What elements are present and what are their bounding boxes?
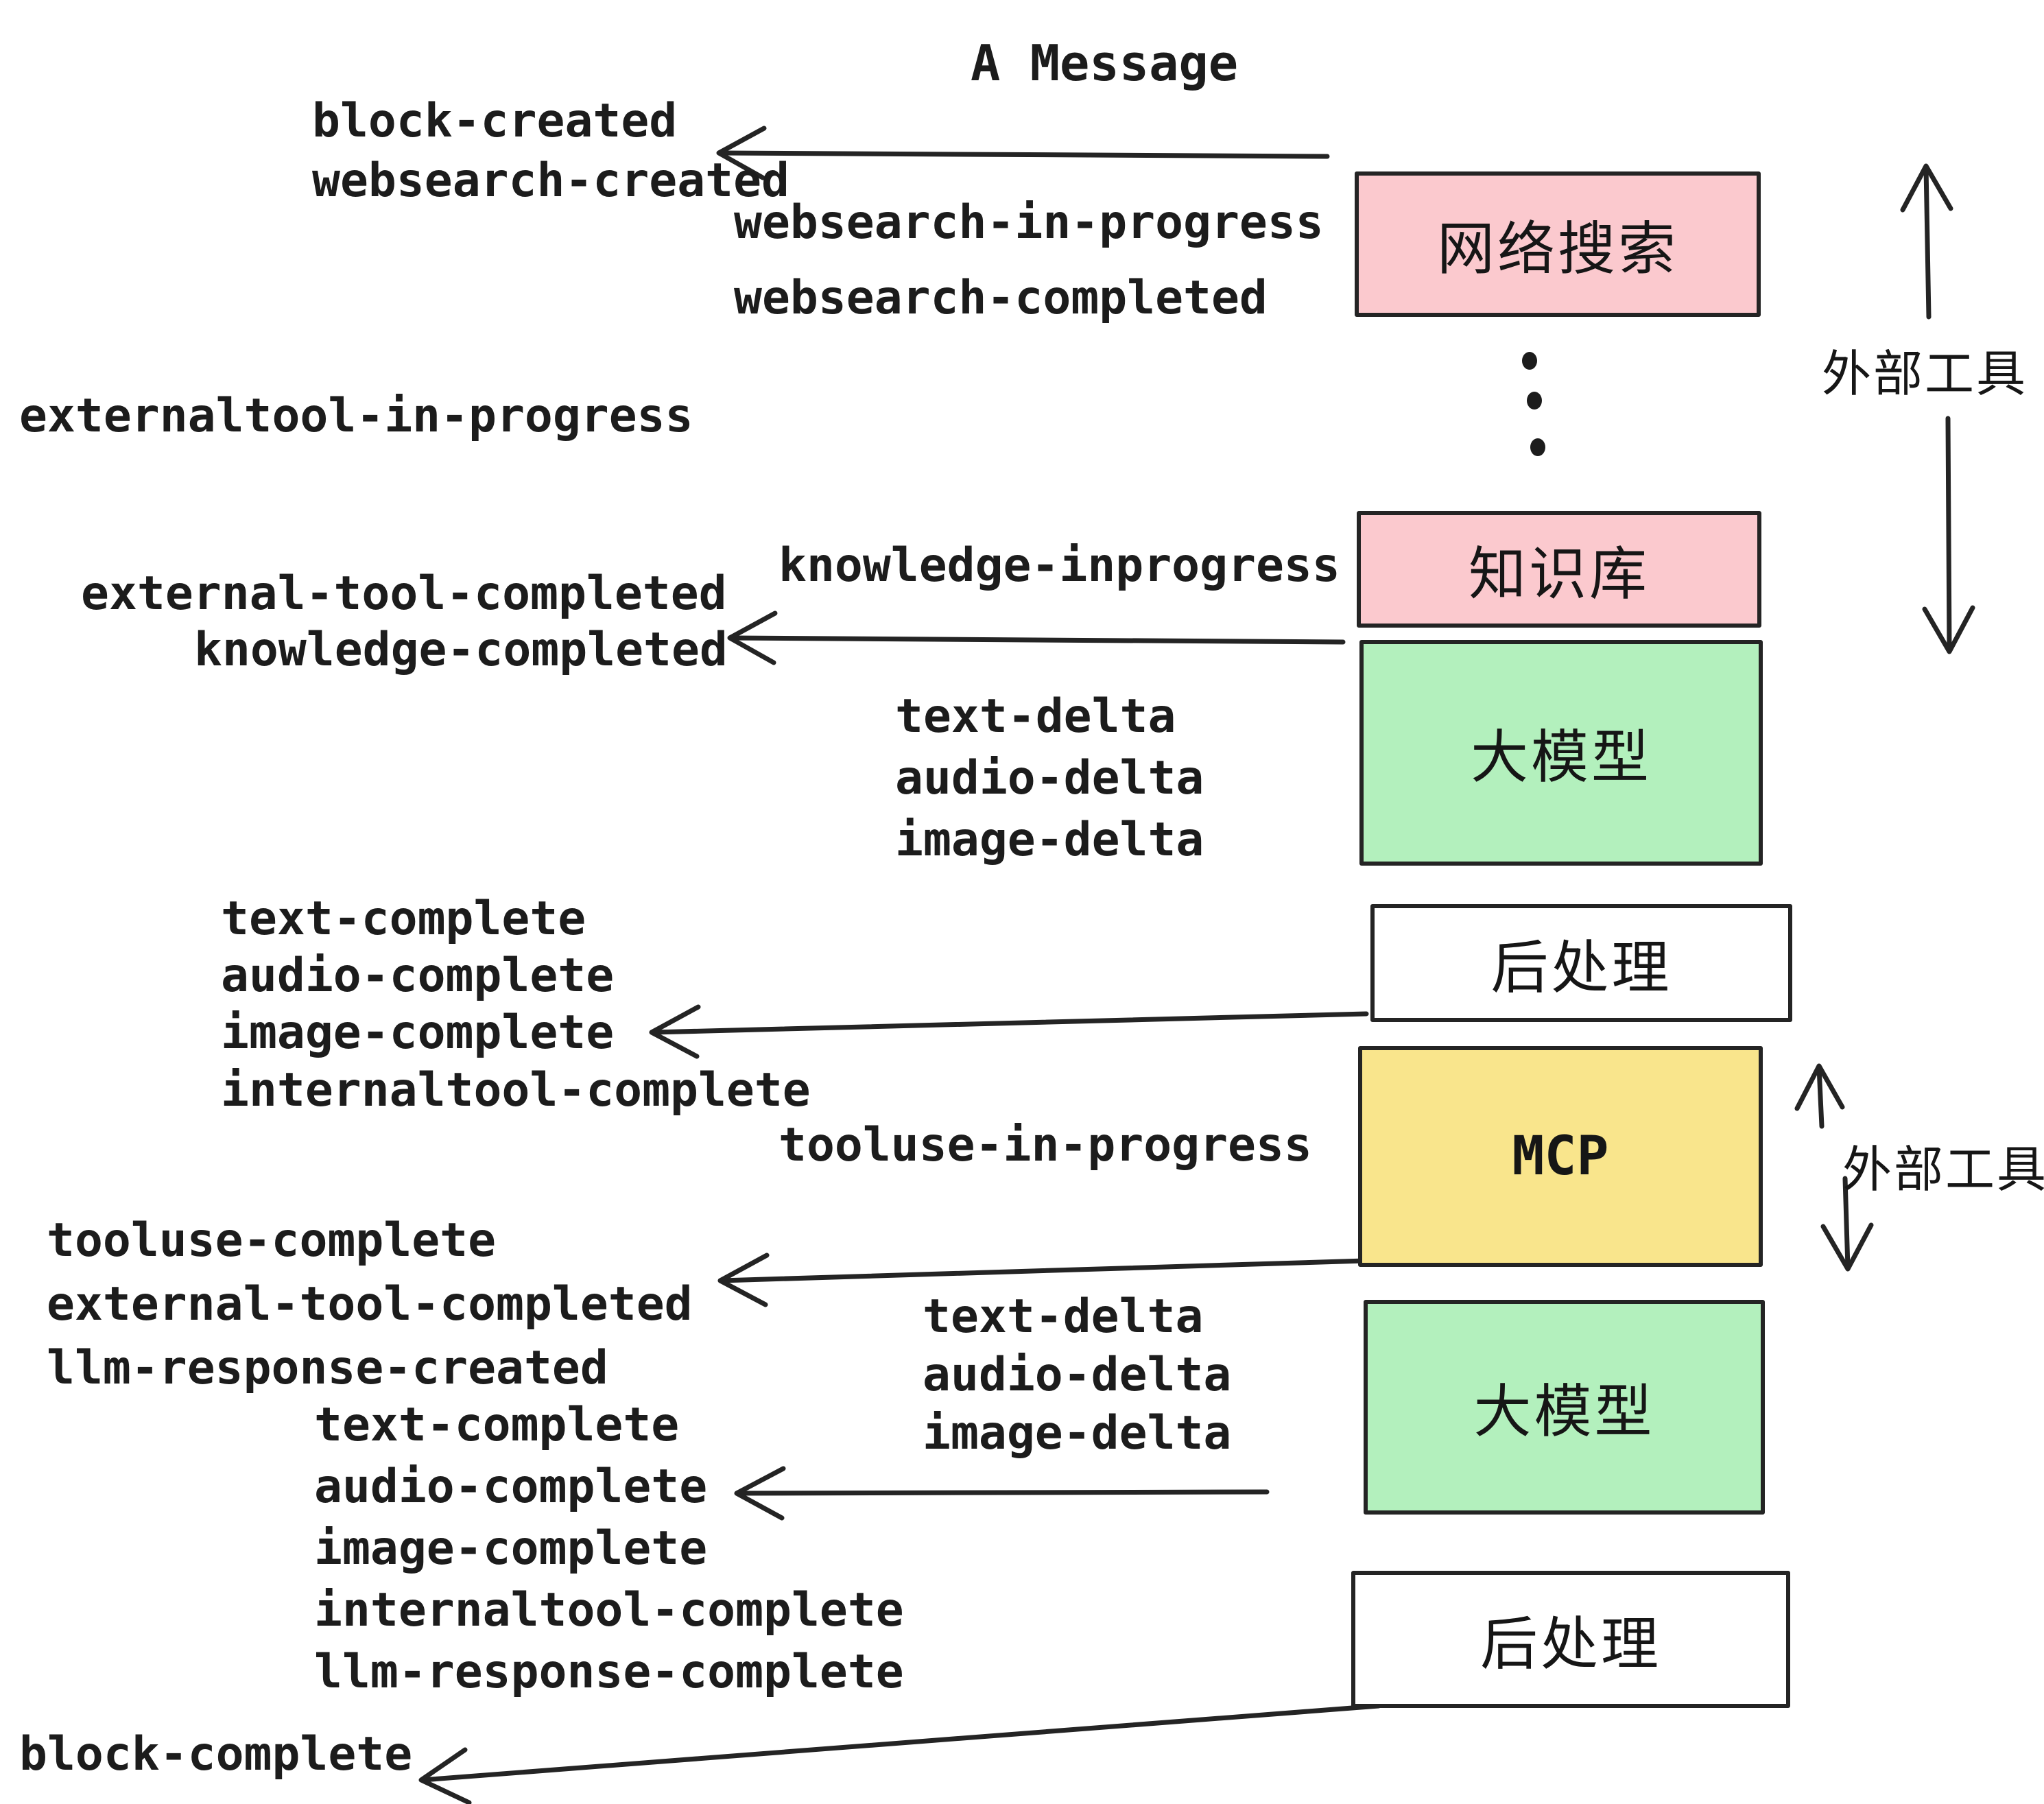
event-internaltool-complete: internaltool-complete (314, 1583, 904, 1637)
event-websearch-in-progress: websearch-in-progress (734, 195, 1324, 250)
event-text-delta: text-delta (895, 689, 1176, 744)
arrow-left-icon (418, 1703, 1381, 1804)
event-tooluse-complete: tooluse-complete (47, 1213, 497, 1268)
box-llm-2-label: 大模型 (1473, 1378, 1655, 1445)
event-image-delta: image-delta (923, 1406, 1232, 1460)
arrow-down-icon (1922, 416, 1975, 654)
arrow-left-icon (649, 1004, 1369, 1059)
event-block-complete: block-complete (19, 1727, 413, 1781)
event-knowledge-inprogress: knowledge-inprogress (779, 538, 1340, 593)
event-block-created: block-created (312, 94, 678, 148)
box-knowledge-label: 知识库 (1468, 540, 1650, 608)
event-websearch-completed: websearch-completed (734, 271, 1268, 325)
box-websearch-label: 网络搜索 (1436, 215, 1678, 283)
annotation-external-tools-top: 外部工具 (1822, 345, 2028, 403)
box-llm-1-label: 大模型 (1470, 724, 1652, 791)
annotation-external-tools-mcp: 外部工具 (1842, 1141, 2044, 1198)
ellipsis-dots-icon (1522, 352, 1545, 456)
event-external-tool-completed: external-tool-completed (47, 1277, 693, 1331)
event-audio-delta: audio-delta (923, 1348, 1232, 1402)
event-image-complete: image-complete (314, 1521, 708, 1576)
box-websearch: 网络搜索 (1355, 171, 1761, 317)
box-llm-1: 大模型 (1359, 640, 1763, 866)
event-audio-complete: audio-complete (221, 949, 615, 1003)
arrow-up-icon (1794, 1063, 1845, 1129)
event-text-complete: text-complete (221, 892, 586, 946)
event-image-complete: image-complete (221, 1006, 615, 1060)
arrow-left-icon (716, 126, 1330, 180)
event-externaltool-in-progress: externaltool-in-progress (19, 389, 693, 443)
box-knowledge: 知识库 (1357, 511, 1761, 628)
arrow-left-icon (734, 1466, 1270, 1521)
box-post-process-2: 后处理 (1351, 1571, 1790, 1708)
event-knowledge-completed: knowledge-completed (194, 623, 728, 677)
arrow-up-icon (1900, 163, 1953, 320)
box-llm-2: 大模型 (1364, 1300, 1765, 1515)
box-post-process-2-label: 后处理 (1479, 1610, 1661, 1678)
event-llm-response-complete: llm-response-complete (314, 1645, 904, 1699)
event-text-delta: text-delta (923, 1290, 1204, 1344)
box-post-process-1-label: 后处理 (1490, 934, 1672, 1001)
event-image-delta: image-delta (895, 813, 1204, 867)
event-audio-delta: audio-delta (895, 751, 1204, 805)
event-websearch-created: websearch-created (312, 154, 789, 208)
box-post-process-1: 后处理 (1370, 904, 1792, 1022)
event-llm-response-created: llm-response-created (47, 1341, 608, 1395)
arrow-left-icon (727, 610, 1346, 665)
box-mcp-label: MCP (1512, 1126, 1609, 1187)
event-audio-complete: audio-complete (314, 1460, 708, 1514)
diagram-title: A Message (971, 34, 1239, 92)
event-text-complete: text-complete (314, 1398, 680, 1452)
event-external-tool-completed: external-tool-completed (81, 567, 727, 621)
box-mcp: MCP (1358, 1046, 1763, 1267)
event-internaltool-complete: internaltool-complete (221, 1063, 811, 1117)
event-tooluse-in-progress: tooluse-in-progress (779, 1118, 1312, 1172)
